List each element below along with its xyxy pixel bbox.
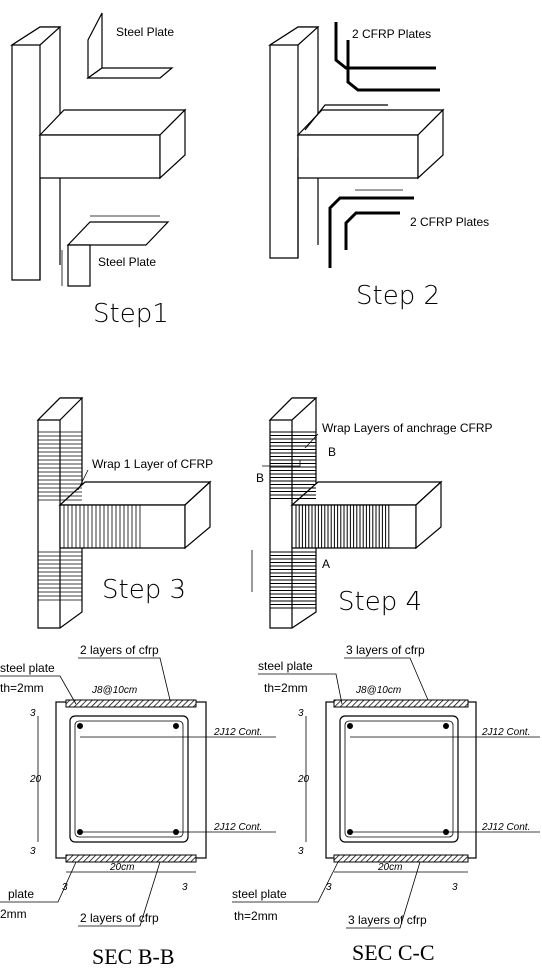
bb-cover-right: 3: [182, 882, 188, 893]
cc-thickness-top: th=2mm: [264, 681, 308, 695]
cc-stirrups: J8@10cm: [355, 685, 401, 696]
step2-title: Step 2: [356, 281, 440, 311]
cc-cover-top: 3: [298, 708, 304, 719]
cc-cover-bottom: 3: [298, 846, 304, 857]
cc-bottom-layers: 3 layers of cfrp: [348, 913, 427, 927]
cc-top-bars: 2J12 Cont.: [481, 727, 530, 738]
cc-bottom-bars: 2J12 Cont.: [481, 822, 530, 833]
bb-top-layers: 2 layers of cfrp: [80, 643, 159, 657]
step3-wrap-label: Wrap 1 Layer of CFRP: [92, 457, 213, 471]
step4-marker-b-left: B: [256, 471, 264, 485]
step4-marker-b-right: B: [328, 445, 336, 459]
step4-wrap-label: Wrap Layers of anchrage CFRP: [322, 421, 493, 435]
step3-title: Step 3: [102, 575, 186, 605]
step2-joint: [267, 26, 445, 259]
bb-title: SEC B-B: [92, 944, 175, 968]
step3-wraps: [38, 431, 141, 601]
bb-width-dim: 20cm: [109, 862, 134, 873]
bb-bottom-layers: 2 layers of cfrp: [80, 911, 159, 925]
step2-cfrp-top-label: 2 CFRP Plates: [352, 27, 431, 41]
step2-cfrp-bottom: [328, 189, 414, 268]
step1-title: Step1: [93, 299, 169, 329]
step2-cfrp-bottom-label: 2 CFRP Plates: [410, 215, 489, 229]
cc-top-layers: 3 layers of cfrp: [346, 643, 425, 657]
bb-thickness-top: th=2mm: [0, 681, 44, 695]
section-cc: [305, 699, 477, 873]
step3-joint: [36, 397, 212, 629]
step4-title: Step 4: [338, 587, 422, 617]
bb-cover-bottom: 3: [30, 846, 36, 857]
bb-bottom-bars: 2J12 Cont.: [213, 822, 262, 833]
step4-wraps: [270, 431, 390, 609]
step1-steel-plate-bottom-label: Steel Plate: [98, 255, 156, 269]
step1-steel-plate-top-label: Steel Plate: [116, 25, 174, 39]
bb-steel-plate-top: steel plate: [0, 661, 55, 675]
bb-thickness-bottom: 2mm: [0, 907, 27, 921]
bb-steel-plate-bottom: plate: [8, 887, 34, 901]
cc-steel-plate-top: steel plate: [258, 659, 313, 673]
step4-marker-a: A: [322, 557, 330, 571]
step2-cfrp-top: [304, 22, 440, 131]
step1-steel-plate-top: [86, 12, 174, 80]
bb-top-bars: 2J12 Cont.: [213, 727, 262, 738]
cc-width-dim: 20cm: [377, 862, 402, 873]
cc-height-dim: 20: [297, 774, 310, 785]
cc-cover-right: 3: [452, 882, 458, 893]
cc-steel-plate-bottom: steel plate: [232, 887, 287, 901]
bb-stirrups: J8@10cm: [91, 685, 137, 696]
cc-title: SEC C-C: [352, 940, 435, 965]
bb-cover-left: 3: [62, 882, 68, 893]
step1-joint: [9, 26, 187, 281]
cc-cover-left: 3: [326, 882, 332, 893]
bb-cover-top: 3: [30, 708, 36, 719]
cc-thickness-bottom: th=2mm: [234, 909, 278, 923]
bb-height-dim: 20: [29, 774, 42, 785]
section-bb: [37, 699, 207, 873]
step1-steel-plate-bottom: [61, 215, 170, 287]
